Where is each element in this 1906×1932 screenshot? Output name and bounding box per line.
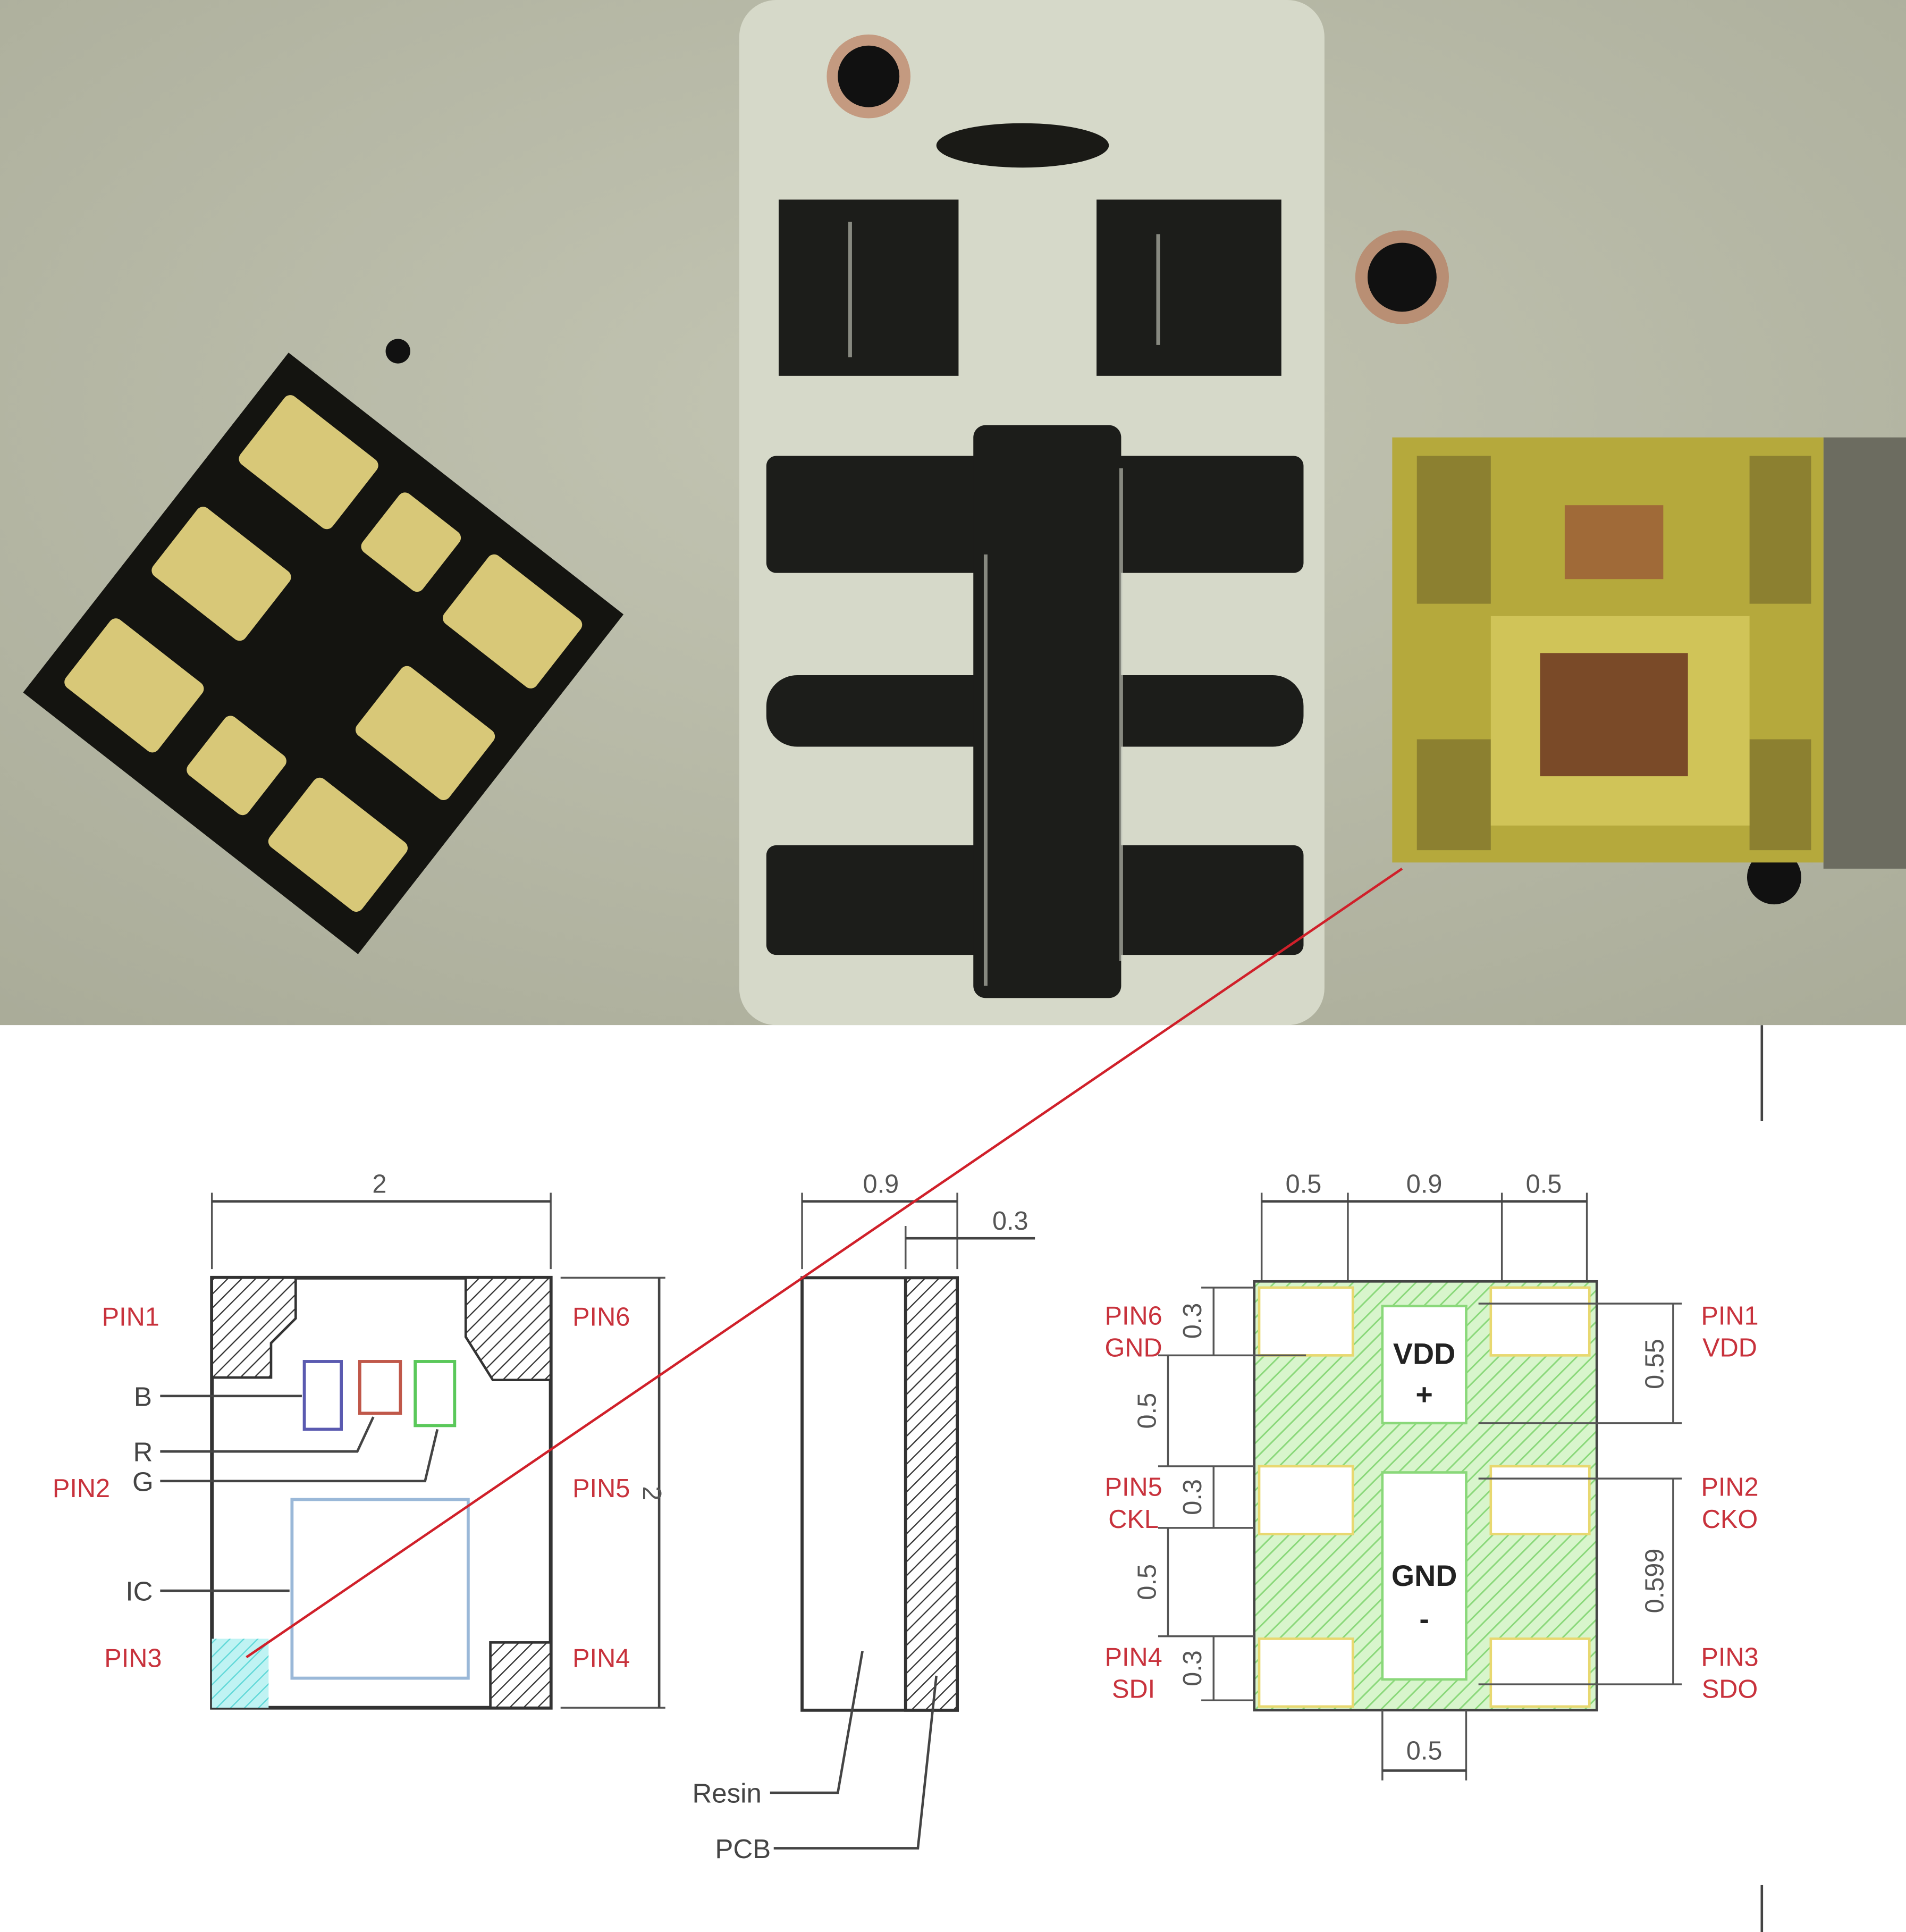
pin3-label: PIN3 xyxy=(104,1644,162,1673)
pad-pin3 xyxy=(1489,1637,1591,1708)
top-view-drawing: 2 2 B R G IC PIN1 PIN2 PIN3 PIN4 PIN5 PI… xyxy=(53,1170,666,1710)
width-dimension: 2 xyxy=(372,1170,386,1198)
pcb-footprint-pads xyxy=(766,199,1304,998)
pcb-thickness-dimension: 0.3 xyxy=(992,1207,1028,1236)
fp-pin5-label: PIN5 xyxy=(1105,1473,1162,1502)
fp-pin1-label: PIN1 xyxy=(1701,1301,1758,1330)
left-dimension-1: 0.3 xyxy=(1178,1303,1207,1339)
pad-pin6 xyxy=(1258,1286,1354,1357)
green-led-die xyxy=(414,1360,457,1427)
solder-blob xyxy=(936,123,1109,168)
vdd-sign: + xyxy=(1415,1378,1432,1411)
bottom-dimension: 0.5 xyxy=(1406,1737,1443,1766)
callout-r: R xyxy=(133,1437,153,1467)
pad-pin5 xyxy=(1258,1465,1354,1535)
pin2-label: PIN2 xyxy=(53,1474,110,1503)
fp-pin4-label: PIN4 xyxy=(1105,1643,1162,1671)
pin4-label: PIN4 xyxy=(572,1644,630,1673)
pcb-label: PCB xyxy=(715,1834,771,1864)
pad-pin1 xyxy=(1489,1286,1591,1357)
callout-b: B xyxy=(134,1381,152,1412)
led-chip-top-view xyxy=(1392,437,1906,869)
vdd-label: VDD xyxy=(1393,1338,1455,1371)
pin5-label: PIN5 xyxy=(572,1474,630,1503)
fp-pin2-label: PIN2 xyxy=(1701,1473,1758,1502)
fp-pin6-name: GND xyxy=(1105,1334,1162,1363)
pcb-layer xyxy=(904,1276,959,1712)
via-holes xyxy=(385,34,1801,905)
callout-ic: IC xyxy=(125,1576,153,1607)
fp-pin3-name: SDO xyxy=(1702,1675,1758,1704)
thickness-dimension: 0.9 xyxy=(863,1170,899,1198)
resin-label: Resin xyxy=(692,1778,761,1809)
fp-pin1-name: VDD xyxy=(1702,1334,1757,1363)
gnd-sign: - xyxy=(1419,1602,1429,1635)
fp-pin4-name: SDI xyxy=(1112,1675,1155,1704)
top-dimension-right: 0.5 xyxy=(1526,1170,1562,1198)
left-dimension-2: 0.5 xyxy=(1133,1393,1161,1429)
top-dimension-left: 0.5 xyxy=(1286,1170,1322,1198)
height-dimension: 2 xyxy=(637,1486,666,1500)
pin3-pointer-line xyxy=(246,867,1403,1659)
pad-pin4 xyxy=(1258,1637,1354,1708)
photo xyxy=(0,0,1906,1026)
fp-pin6-label: PIN6 xyxy=(1105,1301,1162,1330)
pin6-label: PIN6 xyxy=(572,1303,630,1332)
pin3-marker xyxy=(212,1639,269,1708)
vdd-pad xyxy=(1381,1305,1468,1425)
red-led-die xyxy=(358,1360,402,1415)
pad-pin2 xyxy=(1489,1465,1591,1535)
led-chip-bottom-view xyxy=(23,352,624,954)
fp-pin2-name: CKO xyxy=(1702,1505,1758,1534)
footprint-drawing: 0.5 0.9 0.5 VDD + GND - 0.3 0.5 0.3 xyxy=(1105,1170,1759,1780)
fp-pin5-name: CKL xyxy=(1108,1505,1159,1534)
blue-led-die xyxy=(302,1360,343,1431)
left-dimension-3: 0.3 xyxy=(1178,1479,1207,1515)
pin1-pad xyxy=(210,1276,297,1379)
gnd-label: GND xyxy=(1391,1559,1457,1592)
ic-die xyxy=(290,1498,470,1680)
pin6-pad xyxy=(464,1276,552,1382)
gnd-pad xyxy=(1381,1471,1468,1681)
pin4-pad xyxy=(489,1641,552,1709)
side-view-drawing: 0.9 0.3 Resin PCB xyxy=(692,1170,1035,1864)
fp-pin3-label: PIN3 xyxy=(1701,1643,1758,1671)
right-dimension-1: 0.55 xyxy=(1640,1339,1669,1389)
callout-g: G xyxy=(132,1466,154,1497)
left-dimension-5: 0.3 xyxy=(1178,1650,1207,1686)
pin1-label: PIN1 xyxy=(102,1303,159,1332)
left-dimension-4: 0.5 xyxy=(1133,1564,1161,1600)
right-dimension-2: 0.599 xyxy=(1640,1549,1669,1614)
top-dimension-center: 0.9 xyxy=(1406,1170,1443,1198)
